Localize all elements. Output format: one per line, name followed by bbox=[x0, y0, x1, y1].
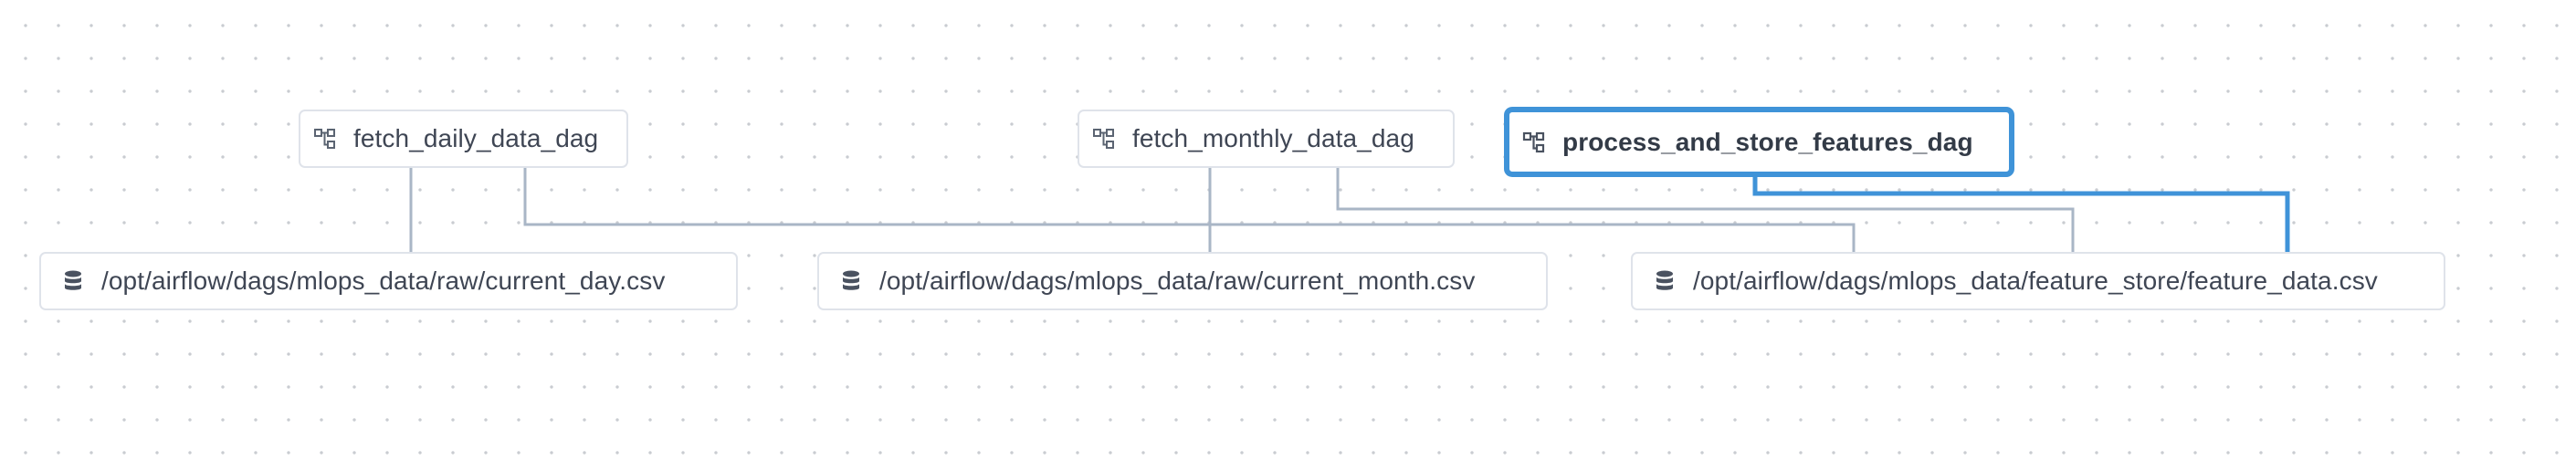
dataset-node-current-month[interactable]: /opt/airflow/dags/mlops_data/raw/current… bbox=[817, 252, 1548, 310]
dag-node-process-and-store-features-dag[interactable]: process_and_store_features_dag bbox=[1504, 107, 2014, 177]
dataset-icon bbox=[61, 269, 85, 293]
dataset-node-feature-data[interactable]: /opt/airflow/dags/mlops_data/feature_sto… bbox=[1631, 252, 2445, 310]
dataset-node-label: /opt/airflow/dags/mlops_data/raw/current… bbox=[879, 267, 1476, 295]
edge-fetch-daily-to-feature-data bbox=[523, 168, 1856, 252]
dataset-node-label: /opt/airflow/dags/mlops_data/feature_sto… bbox=[1693, 267, 2378, 295]
dag-icon bbox=[313, 127, 337, 151]
dag-node-label: process_and_store_features_dag bbox=[1562, 127, 1973, 156]
dag-icon bbox=[1092, 127, 1116, 151]
dag-node-label: fetch_monthly_data_dag bbox=[1132, 124, 1414, 152]
dataset-icon bbox=[1653, 269, 1677, 293]
dataset-node-label: /opt/airflow/dags/mlops_data/raw/current… bbox=[101, 267, 666, 295]
dag-node-label: fetch_daily_data_dag bbox=[353, 124, 599, 152]
dataset-icon bbox=[839, 269, 863, 293]
edge-process-store-to-feature-data bbox=[1752, 177, 2290, 252]
dag-node-fetch-monthly-data-dag[interactable]: fetch_monthly_data_dag bbox=[1078, 110, 1455, 168]
dag-icon bbox=[1522, 131, 1546, 154]
dag-node-fetch-daily-data-dag[interactable]: fetch_daily_data_dag bbox=[299, 110, 628, 168]
dataset-node-current-day[interactable]: /opt/airflow/dags/mlops_data/raw/current… bbox=[39, 252, 738, 310]
edge-fetch-monthly-to-feature-data bbox=[1336, 168, 2075, 252]
